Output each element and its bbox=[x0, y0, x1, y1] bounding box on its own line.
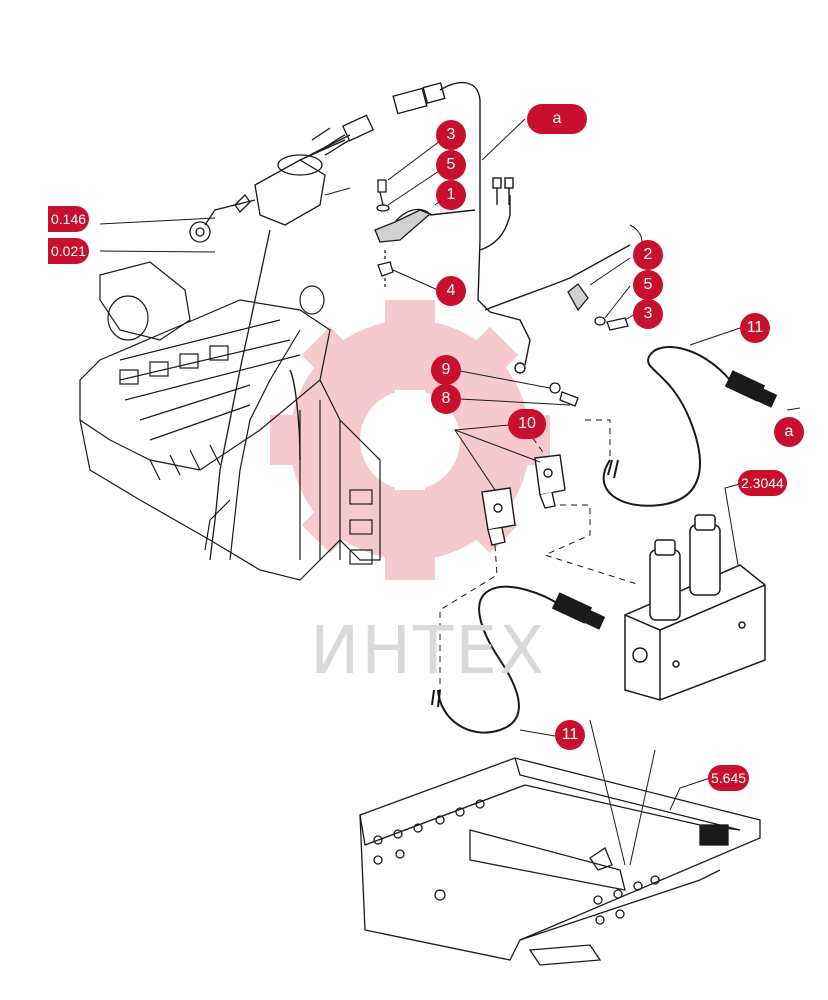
wiring-harness bbox=[289, 81, 631, 461]
wire-11-upper bbox=[602, 346, 778, 507]
callout-leaders bbox=[99, 118, 801, 866]
callout-2: 2 bbox=[633, 240, 663, 270]
callout-1: 1 bbox=[436, 180, 466, 210]
callout-5-top: 5 bbox=[436, 150, 466, 180]
watermark-text: ИНТЕХ bbox=[310, 612, 547, 689]
stop-solenoid bbox=[189, 114, 375, 561]
callout-11-top: 11 bbox=[740, 313, 770, 343]
callout-8: 8 bbox=[431, 384, 461, 414]
clamp-parts bbox=[374, 179, 629, 407]
callout-a-top: a bbox=[527, 104, 587, 134]
callout-10: 10 bbox=[508, 409, 546, 439]
callout-4: 4 bbox=[436, 276, 466, 306]
ref-0021: 0.021 bbox=[48, 238, 90, 264]
callout-5-right: 5 bbox=[633, 270, 663, 300]
ref-5645: 5.645 bbox=[708, 765, 750, 791]
callout-3-right: 3 bbox=[633, 299, 663, 329]
callout-a-right: a bbox=[774, 417, 804, 447]
callout-3-top: 3 bbox=[436, 120, 466, 150]
solenoid-connectors bbox=[481, 454, 566, 546]
engine-block bbox=[79, 261, 381, 581]
callout-11-bottom: 11 bbox=[555, 720, 585, 750]
wire-11-lower bbox=[431, 585, 606, 734]
ref-0146: 0.146 bbox=[48, 206, 90, 232]
dashed-leaders bbox=[439, 419, 641, 690]
valve-block bbox=[624, 514, 766, 701]
ref-2304: 2.3044 bbox=[738, 470, 787, 496]
watermark-gear-logo bbox=[270, 300, 550, 580]
callout-9: 9 bbox=[431, 355, 461, 385]
chassis-frame bbox=[359, 757, 761, 966]
